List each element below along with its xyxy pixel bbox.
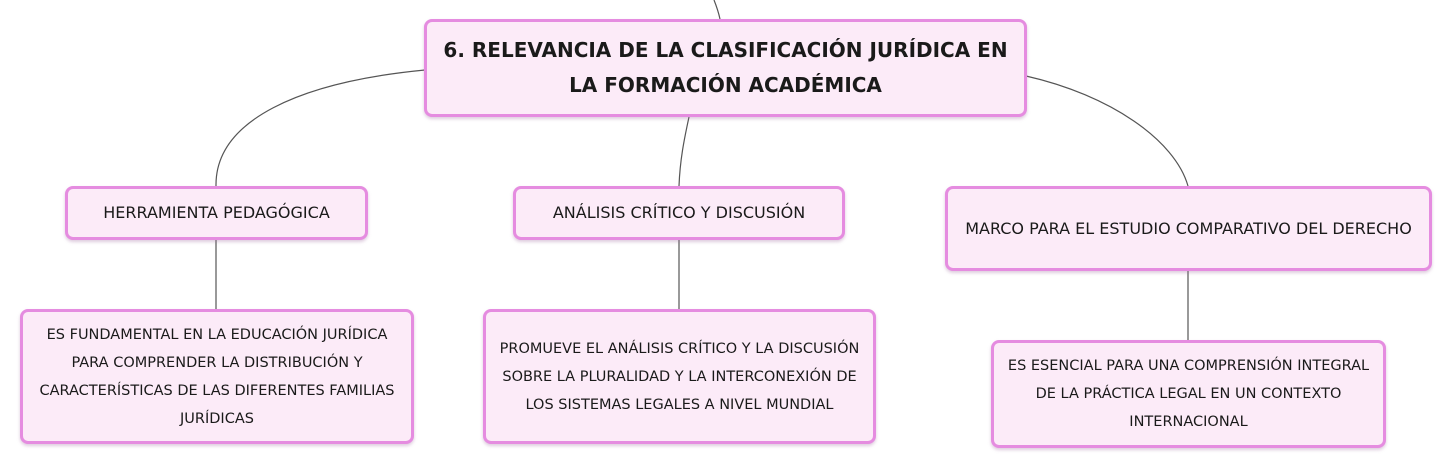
detail-text: ES ESENCIAL PARA UNA COMPRENSIÓN INTEGRA… xyxy=(1007,358,1370,430)
connector-parent-to-root xyxy=(713,0,721,20)
branch-label: MARCO PARA EL ESTUDIO COMPARATIVO DEL DE… xyxy=(965,218,1412,238)
root-node-title: 6. RELEVANCIA DE LA CLASIFICACIÓN JURÍDI… xyxy=(443,38,1008,97)
connector-root-to-herramienta xyxy=(215,69,426,187)
detail-text: ES FUNDAMENTAL EN LA EDUCACIÓN JURÍDICA … xyxy=(39,326,395,427)
branch-label: HERRAMIENTA PEDAGÓGICA xyxy=(103,203,330,222)
branch-herramienta-pedagogica[interactable]: HERRAMIENTA PEDAGÓGICA xyxy=(65,186,368,240)
root-node[interactable]: 6. RELEVANCIA DE LA CLASIFICACIÓN JURÍDI… xyxy=(424,19,1027,117)
detail-text: PROMUEVE EL ANÁLISIS CRÍTICO Y LA DISCUS… xyxy=(499,340,860,413)
branch-analisis-critico[interactable]: ANÁLISIS CRÍTICO Y DISCUSIÓN xyxy=(513,186,845,240)
detail-marco-estudio-comparativo[interactable]: ES ESENCIAL PARA UNA COMPRENSIÓN INTEGRA… xyxy=(991,340,1386,448)
detail-analisis-critico[interactable]: PROMUEVE EL ANÁLISIS CRÍTICO Y LA DISCUS… xyxy=(483,309,876,444)
connector-root-to-analisis xyxy=(678,116,690,187)
connector-root-to-marco xyxy=(1025,75,1189,187)
branch-marco-estudio-comparativo[interactable]: MARCO PARA EL ESTUDIO COMPARATIVO DEL DE… xyxy=(945,186,1432,271)
detail-herramienta-pedagogica[interactable]: ES FUNDAMENTAL EN LA EDUCACIÓN JURÍDICA … xyxy=(20,309,414,444)
branch-label: ANÁLISIS CRÍTICO Y DISCUSIÓN xyxy=(552,203,806,222)
